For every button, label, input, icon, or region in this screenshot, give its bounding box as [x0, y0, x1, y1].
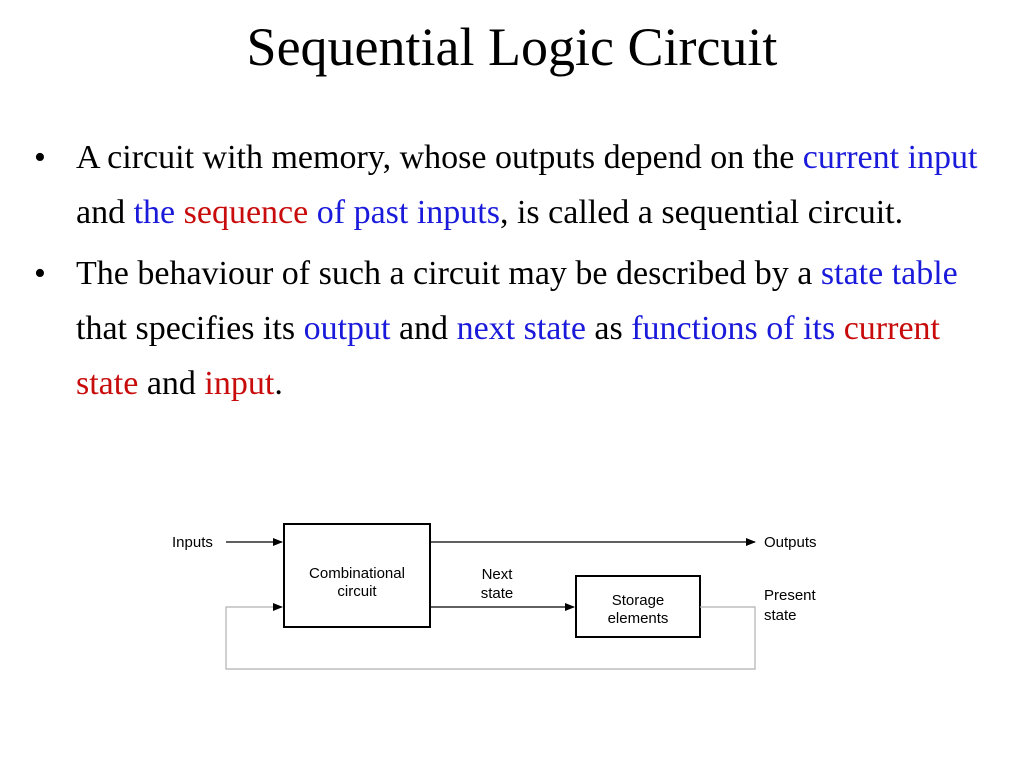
text-run-highlight: input [204, 365, 275, 402]
combinational-label-line2: circuit [337, 583, 377, 600]
text-run-highlight: current state [76, 310, 940, 402]
next-state-label-line1: Next [482, 566, 514, 583]
slide-title: Sequential Logic Circuit [246, 17, 778, 77]
outputs-label: Outputs [764, 534, 817, 551]
text-run-highlight: output [303, 310, 391, 347]
text-run: The behaviour of such a circuit may be d… [76, 255, 821, 292]
text-run-highlight: current input [802, 139, 978, 176]
text-run-highlight: functions of its [631, 310, 844, 347]
bullet-marker: • [34, 255, 46, 292]
text-run: and [390, 310, 457, 347]
text-run: that specifies its [76, 310, 304, 347]
text-run-highlight: state table [820, 255, 958, 292]
bullet-marker: • [34, 139, 46, 176]
combinational-circuit-block [283, 523, 431, 628]
text-run-highlight: sequence [183, 194, 309, 231]
text-run: A circuit with memory, whose outputs dep… [76, 139, 803, 176]
text-run-highlight: next state [456, 310, 586, 347]
next-state-label-line2: state [481, 585, 514, 602]
feedback-loop-line [225, 603, 756, 670]
bullet-item-1: • A circuit with memory, whose outputs d… [30, 130, 1000, 240]
storage-label-line2: elements [608, 610, 669, 627]
combinational-label-line1: Combinational [309, 565, 405, 582]
bullet-item-2: • The behaviour of such a circuit may be… [30, 246, 1000, 411]
text-run-highlight: the [133, 194, 184, 231]
inputs-label: Inputs [172, 534, 213, 551]
present-state-label-line2: state [764, 607, 797, 624]
sequential-circuit-diagram: Inputs Combinational circuit Outputs Nex… [172, 523, 817, 670]
text-run: , is called a sequential circuit. [499, 194, 904, 231]
present-state-label-line1: Present [764, 587, 817, 604]
storage-elements-block [575, 575, 701, 638]
text-run: and [76, 194, 134, 231]
text-run: as [585, 310, 632, 347]
bullet-list: • A circuit with memory, whose outputs d… [30, 130, 1000, 417]
storage-label-line1: Storage [612, 592, 665, 609]
text-run: . [274, 365, 283, 402]
text-run-highlight: of past inputs [308, 194, 500, 231]
text-run: and [138, 365, 205, 402]
